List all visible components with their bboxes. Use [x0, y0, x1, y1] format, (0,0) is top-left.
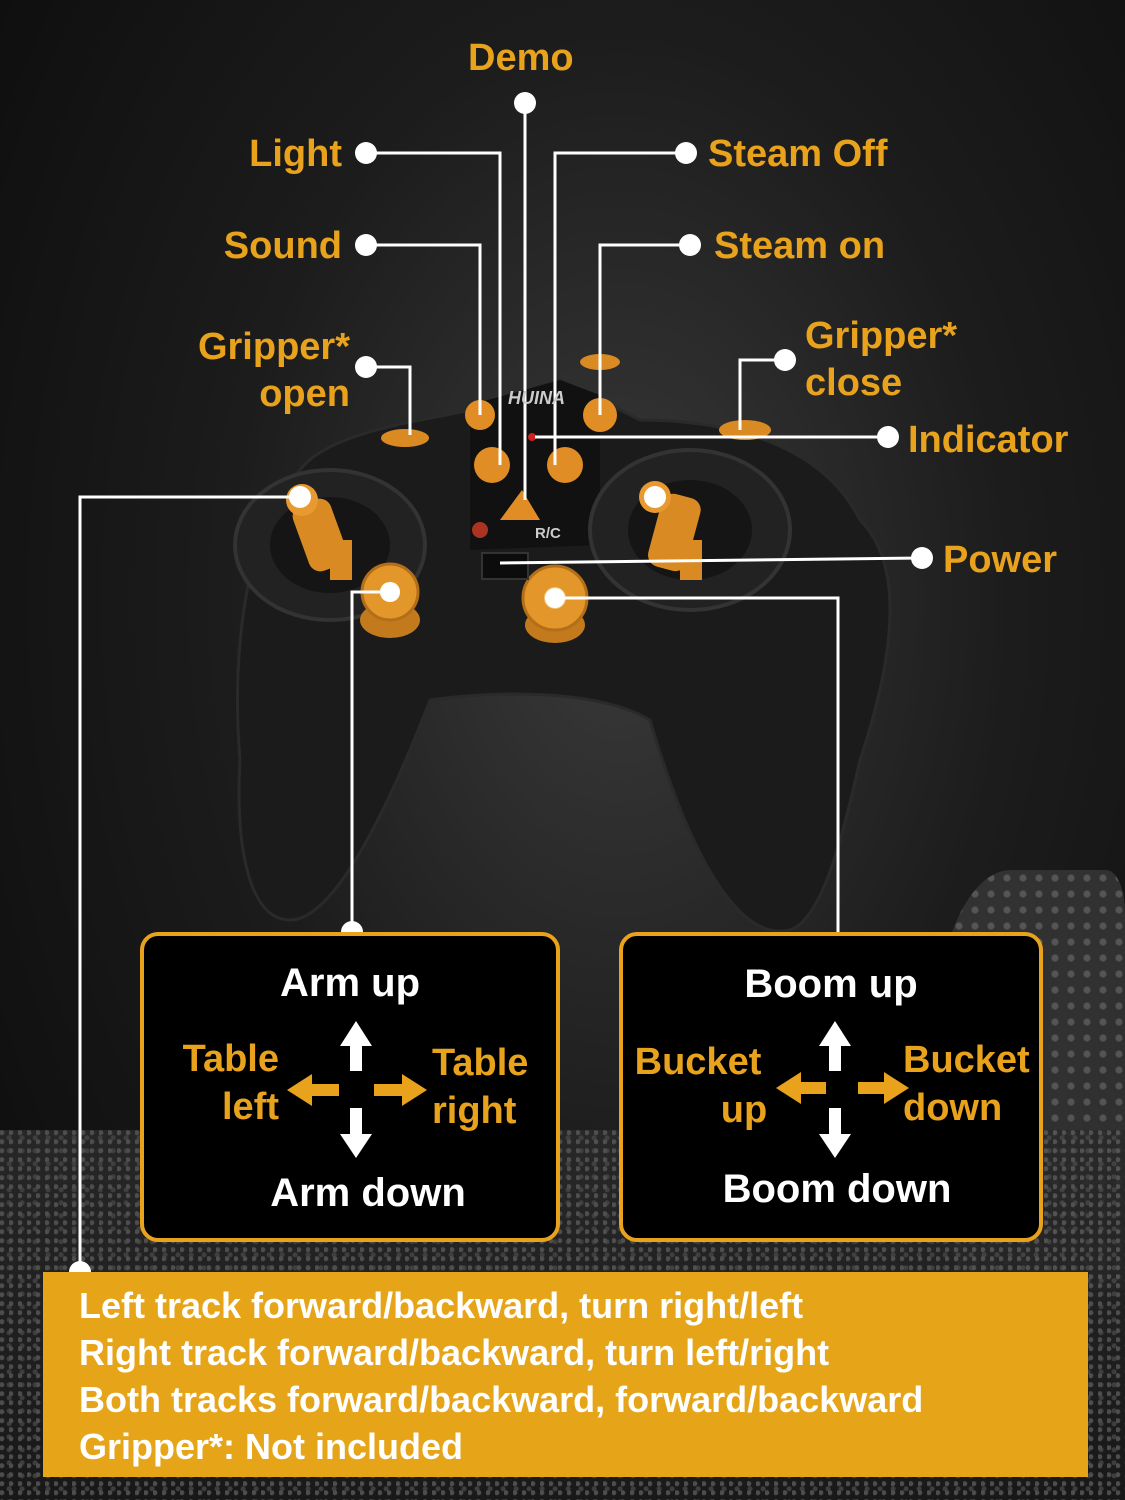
- right-track-stick: [639, 481, 702, 580]
- table-right-arrow: [374, 1074, 427, 1106]
- boom-up-label: Boom up: [744, 962, 918, 1006]
- sound-button: [474, 447, 510, 483]
- power-light: [472, 522, 488, 538]
- leader-dots: [69, 92, 933, 1283]
- gripper-open-label-line1: Gripper*: [197, 326, 350, 368]
- light-label: Light: [249, 133, 342, 175]
- arm-table-panel: Arm up Table left Table right Arm down: [140, 932, 560, 1242]
- gripper-open-shoulder-button: [381, 429, 429, 447]
- table-right-label-line1: Table: [432, 1042, 529, 1084]
- controller-center-panel: [470, 380, 600, 550]
- demo-label: Demo: [468, 37, 574, 79]
- left-track-line: Left track forward/backward, turn right/…: [79, 1285, 804, 1326]
- bucket-down-label-line1: Bucket: [903, 1039, 1030, 1081]
- sound-label: Sound: [223, 225, 342, 267]
- controller-brand: HUINA: [508, 388, 565, 408]
- gripper-note-line: Gripper*: Not included: [79, 1426, 464, 1467]
- steam-off-label: Steam Off: [708, 133, 888, 175]
- steam-off-button: [547, 447, 583, 483]
- arm-down-arrow: [340, 1108, 372, 1158]
- boom-down-arrow: [819, 1108, 851, 1158]
- bucket-down-arrow: [858, 1072, 909, 1104]
- arm-table-arrows: [287, 1021, 427, 1158]
- gripper-close-shoulder-button: [719, 420, 771, 440]
- bucket-down-label-line2: down: [903, 1087, 1003, 1129]
- bucket-up-arrow: [776, 1072, 826, 1104]
- bucket-up-label-line2: up: [720, 1089, 768, 1131]
- track-controls-box: Left track forward/backward, turn right/…: [43, 1272, 1088, 1477]
- controller-rc-label: R/C: [535, 525, 561, 542]
- bucket-up-label-line1: Bucket: [634, 1041, 762, 1083]
- power-label: Power: [943, 539, 1058, 581]
- gripper-close-label-line1: Gripper*: [805, 315, 958, 357]
- table-left-label-line1: Table: [182, 1038, 279, 1080]
- indicator-label: Indicator: [908, 419, 1069, 461]
- power-switch: [481, 552, 529, 580]
- boom-up-arrow: [819, 1021, 851, 1071]
- boom-bucket-arrows: [776, 1021, 909, 1158]
- right-track-line: Right track forward/backward, turn left/…: [79, 1332, 830, 1373]
- gripper-close-label-line2: close: [805, 362, 903, 404]
- arm-up-arrow: [340, 1021, 372, 1071]
- boom-down-label: Boom down: [722, 1167, 952, 1211]
- table-left-label-line2: left: [222, 1086, 279, 1128]
- demo-button: [500, 490, 540, 520]
- table-right-label-line2: right: [432, 1090, 517, 1132]
- both-tracks-line: Both tracks forward/backward, forward/ba…: [79, 1379, 924, 1420]
- gripper-open-label-line2: open: [259, 373, 350, 415]
- table-left-arrow: [287, 1074, 339, 1106]
- indicator-light: [528, 433, 536, 441]
- steam-on-label: Steam on: [714, 225, 886, 267]
- arm-down-label: Arm down: [270, 1171, 466, 1215]
- arm-up-label: Arm up: [280, 961, 420, 1005]
- boom-bucket-panel: Boom up Bucket up Bucket down Boom down: [619, 932, 1043, 1242]
